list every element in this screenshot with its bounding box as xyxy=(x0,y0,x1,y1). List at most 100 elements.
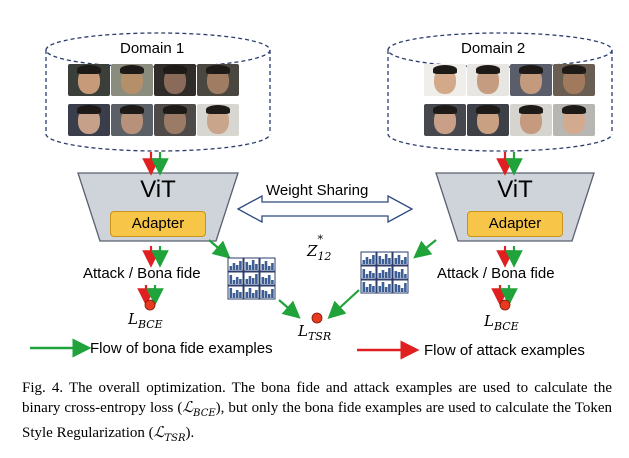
domain-1-title: Domain 1 xyxy=(120,40,185,57)
token-bar xyxy=(261,290,265,298)
token-bar xyxy=(261,264,265,270)
attack-bona-fide-right: Attack / Bona fide xyxy=(437,265,555,282)
token-bar xyxy=(235,277,239,284)
token-bar xyxy=(271,280,274,284)
vit2-output-arrows xyxy=(496,246,523,268)
token-bar xyxy=(378,273,382,278)
face-thumbnail-1-8 xyxy=(197,104,239,136)
token-bar xyxy=(248,288,252,298)
token-bar xyxy=(235,265,239,270)
token-bar xyxy=(229,288,233,298)
token-bar xyxy=(271,263,274,270)
face-thumbnail-1-6 xyxy=(111,104,153,136)
bce1-arrows xyxy=(137,285,164,306)
token-bar xyxy=(267,294,271,298)
domain2-to-vit-arrows xyxy=(496,152,523,176)
token-bar xyxy=(229,266,233,270)
token-bar xyxy=(232,263,236,270)
token-grid-right xyxy=(360,251,409,294)
token-bar xyxy=(235,290,239,298)
loss-bce-right-label: LBCE xyxy=(484,312,519,333)
token-bar xyxy=(388,258,391,264)
token-bar xyxy=(372,286,375,292)
token-bar xyxy=(388,268,391,278)
token-bar xyxy=(384,287,388,292)
token-bar xyxy=(368,271,372,278)
token-bar xyxy=(245,292,249,298)
domain-2-title: Domain 2 xyxy=(461,40,526,57)
face-thumbnail-1-2 xyxy=(111,64,153,96)
token-bar xyxy=(267,266,271,270)
token-bar xyxy=(400,260,404,264)
vit1-to-tokens-arrow xyxy=(208,239,231,259)
tokens2-to-tsr-arrow xyxy=(327,289,360,319)
token-bar xyxy=(251,293,255,298)
legend-attack-label: Flow of attack examples xyxy=(424,342,585,359)
token-bar xyxy=(384,272,388,278)
token-bar xyxy=(404,274,407,278)
face-thumbnail-1-5 xyxy=(68,104,110,136)
token-bar xyxy=(400,269,404,278)
token-bar xyxy=(248,265,252,270)
loss-tsr-dot xyxy=(311,312,323,324)
token-bar xyxy=(397,285,401,292)
figure-caption: Fig. 4. The overall optimization. The bo… xyxy=(22,380,612,444)
token-bar xyxy=(232,280,236,284)
face-thumbnail-2-1 xyxy=(424,64,466,96)
token-bar xyxy=(404,283,407,292)
token-bar xyxy=(365,274,369,278)
face-thumbnail-2-2 xyxy=(467,64,509,96)
domain1-to-vit-arrows xyxy=(142,152,169,176)
token-bar xyxy=(404,257,407,264)
tokens1-to-tsr-arrow xyxy=(278,299,301,319)
face-thumbnail-1-4 xyxy=(197,64,239,96)
weight-sharing-label: Weight Sharing xyxy=(266,182,369,199)
token-bar xyxy=(264,291,268,298)
adapter-right: Adapter xyxy=(467,211,563,237)
token-bar xyxy=(245,262,249,270)
token-bar xyxy=(384,254,388,264)
token-bar xyxy=(397,272,401,278)
token-bar xyxy=(388,284,391,292)
token-bar xyxy=(378,286,382,292)
token-bar xyxy=(372,255,375,264)
token-bar xyxy=(239,261,242,270)
token-bar xyxy=(239,292,242,298)
face-thumbnail-2-3 xyxy=(510,64,552,96)
token-bar xyxy=(264,261,268,270)
token-bar xyxy=(400,288,404,292)
bce2-arrows xyxy=(491,285,518,306)
face-thumbnail-2-8 xyxy=(553,104,595,136)
face-thumbnail-1-7 xyxy=(154,104,196,136)
token-bar xyxy=(232,293,236,298)
token-bar xyxy=(368,284,372,292)
face-thumbnail-1-3 xyxy=(154,64,196,96)
face-thumbnail-2-5 xyxy=(424,104,466,136)
legend-bona-fide-label: Flow of bona fide examples xyxy=(90,340,273,357)
token-bar xyxy=(381,270,385,278)
loss-bce-left-dot xyxy=(144,299,156,311)
adapter-left: Adapter xyxy=(110,211,206,237)
face-thumbnail-2-4 xyxy=(553,64,595,96)
token-bar xyxy=(267,275,271,284)
token-grid-left xyxy=(227,257,276,300)
z-star-label: Z*12 xyxy=(307,233,332,263)
loss-bce-right-dot xyxy=(499,299,511,311)
token-bar xyxy=(255,274,258,284)
token-bar xyxy=(397,255,401,264)
token-bar xyxy=(368,259,372,264)
token-bar xyxy=(394,271,398,278)
vit1-output-arrows xyxy=(142,246,169,268)
token-bar xyxy=(372,273,375,278)
token-bar xyxy=(255,290,258,298)
token-bar xyxy=(264,278,268,284)
face-thumbnail-2-6 xyxy=(467,104,509,136)
token-bar xyxy=(394,284,398,292)
token-bar xyxy=(365,257,369,264)
weight-sharing-arrow xyxy=(236,194,414,224)
token-bar xyxy=(248,276,252,284)
vit2-to-tokens-arrow xyxy=(413,239,437,259)
token-bar xyxy=(261,277,265,284)
token-bar xyxy=(239,279,242,284)
